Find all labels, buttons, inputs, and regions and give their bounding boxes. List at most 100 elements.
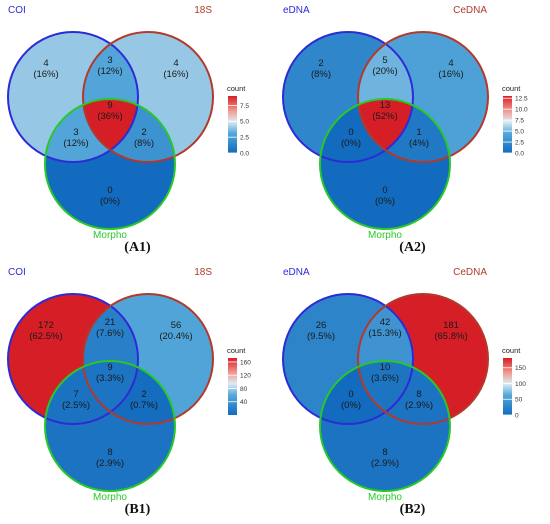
region-abc-count: 10 [380,362,391,373]
region-ab-count: 42 [380,317,391,328]
region-a-count: 2 [318,58,323,69]
set-outline-morpho [319,98,451,230]
region-a-count: 4 [43,58,48,69]
legend-tick-label: 0.0 [240,150,249,157]
legend-tick-label: 10.0 [515,106,528,113]
legend-tick-label: 12.5 [515,95,528,102]
legend-tick-label: 100 [515,381,526,388]
region-c-count: 8 [382,447,387,458]
region-ab-percent: (12%) [97,66,122,77]
region-ac-percent: (2.5%) [62,400,90,411]
set-label-18s: 18S [194,5,212,16]
region-ac-count: 7 [73,389,78,400]
legend-tick-label: 7.5 [515,117,524,124]
region-c-count: 0 [107,185,112,196]
legend-title: count [227,84,246,93]
set-outline-cedna [357,31,489,163]
region-c-count: 0 [382,185,387,196]
legend-colorbar [503,358,512,415]
region-bc-percent: (4%) [409,138,429,149]
region-ac-count: 3 [73,127,78,138]
region-c-percent: (2.9%) [371,458,399,469]
region-ab-percent: (15.3%) [368,328,401,339]
legend-colorbar [503,96,512,153]
region-ab-count: 3 [107,55,112,66]
region-ac-percent: (0%) [341,138,361,149]
region-bc-percent: (0.7%) [130,400,158,411]
venn-panel-a1: 4(16%)4(16%)0(0%)3(12%)3(12%)2(8%)9(36%)… [0,0,275,262]
legend-tick-label: 150 [515,365,526,372]
venn-panel-b2: 26(9.5%)181(65.8%)8(2.9%)42(15.3%)0(0%)8… [275,262,550,524]
region-abc-fill [358,99,413,162]
set-outline-cedna [357,293,489,425]
region-ac-count: 0 [348,389,353,400]
region-bc-percent: (8%) [134,138,154,149]
region-abc-fill [358,361,413,424]
region-abc-count: 9 [107,100,112,111]
venn-diagram: 26(9.5%)181(65.8%)8(2.9%)42(15.3%)0(0%)8… [282,267,526,503]
region-b-count: 4 [173,58,178,69]
set-label-morpho: Morpho [368,492,402,503]
legend-colorbar [228,358,237,415]
region-a-percent: (62.5%) [29,331,62,342]
region-abc-percent: (36%) [97,111,122,122]
region-c-percent: (0%) [375,196,395,207]
legend-title: count [502,346,521,355]
region-b-count: 4 [448,58,453,69]
set-label-morpho: Morpho [93,492,127,503]
region-ab-percent: (7.6%) [96,328,124,339]
region-b-percent: (16%) [438,69,463,80]
set-outline-coi [7,293,139,425]
set-label-edna: eDNA [283,267,310,278]
region-a-percent: (8%) [311,69,331,80]
set-label-coi: COI [8,267,26,278]
region-ab-count: 5 [382,55,387,66]
set-outline-coi [7,31,139,163]
venn-diagram: 172(62.5%)56(20.4%)8(2.9%)21(7.6%)7(2.5%… [7,267,251,503]
legend-tick-label: 120 [240,373,251,380]
set-label-morpho: Morpho [93,230,127,241]
region-abc-percent: (3.3%) [96,373,124,384]
region-ac-percent: (0%) [341,400,361,411]
panel-caption: (A2) [399,240,426,255]
set-label-18s: 18S [194,267,212,278]
legend-tick-label: 0.0 [515,150,524,157]
region-bc-count: 2 [141,389,146,400]
region-abc-count: 13 [380,100,391,111]
region-a-count: 172 [38,320,54,331]
legend-tick-label: 50 [515,397,523,404]
region-bc-count: 2 [141,127,146,138]
legend-title: count [227,346,246,355]
set-label-morpho: Morpho [368,230,402,241]
venn-diagram: 2(8%)4(16%)0(0%)5(20%)0(0%)1(4%)13(52%)e… [282,5,528,241]
legend-title: count [502,84,521,93]
region-b-percent: (16%) [163,69,188,80]
region-c-percent: (0%) [100,196,120,207]
region-b-percent: (65.8%) [434,331,467,342]
panel-caption: (B2) [399,502,426,517]
set-outline-18s [82,293,214,425]
legend-tick-label: 5.0 [515,128,524,135]
legend-tick-label: 5.0 [240,119,249,126]
region-abc-percent: (52%) [372,111,397,122]
legend-tick-label: 40 [240,399,248,406]
set-label-coi: COI [8,5,26,16]
venn-diagram: 4(16%)4(16%)0(0%)3(12%)3(12%)2(8%)9(36%)… [7,5,249,241]
legend-tick-label: 2.5 [515,139,524,146]
region-a-count: 26 [316,320,327,331]
set-outline-morpho [44,98,176,230]
set-outline-edna [282,293,414,425]
legend-tick-label: 160 [240,359,251,366]
legend-colorbar [228,96,237,153]
set-outline-18s [82,31,214,163]
set-outline-morpho [319,360,451,492]
region-abc-percent: (3.6%) [371,373,399,384]
set-label-cedna: CeDNA [453,5,487,16]
region-ab-percent: (20%) [372,66,397,77]
set-label-cedna: CeDNA [453,267,487,278]
region-ab-count: 21 [105,317,116,328]
region-ac-percent: (12%) [63,138,88,149]
set-label-edna: eDNA [283,5,310,16]
region-bc-count: 1 [416,127,421,138]
